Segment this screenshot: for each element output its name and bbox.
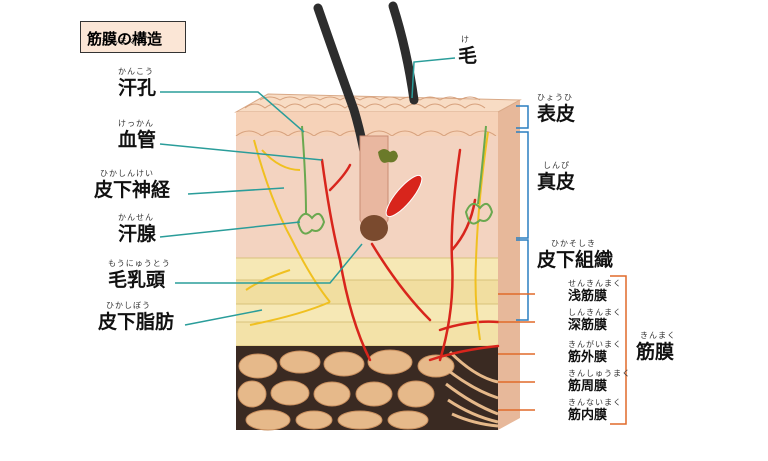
label-epidermis-text: 表皮 bbox=[537, 103, 576, 125]
fat-layer-2 bbox=[236, 280, 498, 304]
label-deep-fascia-text: 深筋膜 bbox=[568, 318, 608, 333]
label-blood-vessel: けっかん 血管 bbox=[118, 118, 156, 151]
muscle-fibers bbox=[237, 349, 455, 431]
blood-vessels bbox=[320, 148, 500, 362]
label-subcutaneous-fat-text: 皮下脂肪 bbox=[98, 311, 175, 333]
label-sweat-pore-text: 汗孔 bbox=[118, 77, 157, 99]
muscle-side-stripes bbox=[444, 350, 499, 428]
label-deep-fascia-ruby: しんきんまく bbox=[568, 308, 622, 317]
epidermis-bumps bbox=[244, 96, 486, 109]
arrector-muscle bbox=[385, 174, 423, 218]
title-ruby: きんまく bbox=[101, 37, 137, 46]
label-perimysium-text: 筋周膜 bbox=[568, 379, 608, 394]
label-epidermis-ruby: ひょうひ bbox=[537, 93, 573, 102]
label-dermal-papilla: もうにゅうとう 毛乳頭 bbox=[108, 258, 171, 291]
label-dermal-papilla-text: 毛乳頭 bbox=[108, 269, 166, 291]
fascia-bracket bbox=[610, 275, 627, 425]
layer-brackets bbox=[516, 105, 529, 321]
label-epimysium-ruby: きんがいまく bbox=[568, 340, 622, 349]
block-side-face bbox=[498, 100, 520, 430]
label-sweat-gland-ruby: かんせん bbox=[118, 213, 154, 222]
label-dermis: しんぴ 真皮 bbox=[537, 160, 575, 193]
label-hair-ruby: け bbox=[461, 35, 470, 44]
sweat-glands bbox=[296, 125, 494, 235]
label-blood-vessel-text: 血管 bbox=[118, 129, 157, 151]
label-endomysium-text: 筋内膜 bbox=[568, 408, 608, 423]
label-subcutaneous-fat: ひかしぼう 皮下脂肪 bbox=[98, 300, 174, 333]
sebaceous-gland bbox=[378, 149, 398, 163]
label-sweat-pore: かんこう 汗孔 bbox=[118, 66, 156, 99]
label-sweat-pore-ruby: かんこう bbox=[118, 67, 154, 76]
epidermis-layer bbox=[236, 112, 498, 136]
label-dermis-ruby: しんぴ bbox=[543, 161, 570, 170]
label-endomysium-ruby: きんないまく bbox=[568, 398, 622, 407]
label-subcutaneous-fat-ruby: ひかしぼう bbox=[106, 301, 151, 310]
label-sweat-gland-text: 汗腺 bbox=[118, 223, 157, 245]
hair-shaft-right bbox=[388, 1, 419, 105]
label-fascia-ruby: きんまく bbox=[640, 331, 676, 340]
label-cutaneous-nerve-text: 皮下神経 bbox=[94, 179, 171, 201]
label-epimysium: きんがいまく 筋外膜 bbox=[568, 339, 622, 365]
label-perimysium: きんしゅうまく 筋周膜 bbox=[568, 368, 631, 394]
dermal-papilla-shape bbox=[360, 215, 388, 241]
label-cutaneous-nerve: ひかしんけい 皮下神経 bbox=[94, 168, 170, 201]
fat-layer-3 bbox=[236, 304, 498, 322]
label-blood-vessel-ruby: けっかん bbox=[118, 119, 154, 128]
label-fascia-text: 筋膜 bbox=[636, 341, 675, 363]
label-superficial-fascia: せんきんまく 浅筋膜 bbox=[568, 278, 622, 304]
label-fascia: きんまく 筋膜 bbox=[636, 330, 676, 363]
label-subcutaneous-tissue: ひかそしき 皮下組織 bbox=[537, 238, 613, 271]
title-box: きんまく 筋膜の構造 bbox=[80, 21, 186, 53]
label-sweat-gland: かんせん 汗腺 bbox=[118, 212, 156, 245]
label-perimysium-ruby: きんしゅうまく bbox=[568, 369, 631, 378]
label-dermis-text: 真皮 bbox=[537, 171, 576, 193]
label-epidermis: ひょうひ 表皮 bbox=[537, 92, 575, 125]
label-endomysium: きんないまく 筋内膜 bbox=[568, 397, 622, 423]
label-hair: け 毛 bbox=[458, 34, 477, 67]
label-deep-fascia: しんきんまく 深筋膜 bbox=[568, 307, 622, 333]
label-hair-text: 毛 bbox=[458, 45, 478, 67]
fat-layer-1 bbox=[236, 258, 498, 280]
page-title: 筋膜の構造 bbox=[87, 30, 163, 48]
label-cutaneous-nerve-ruby: ひかしんけい bbox=[100, 169, 154, 178]
label-dermal-papilla-ruby: もうにゅうとう bbox=[108, 259, 171, 268]
label-superficial-fascia-text: 浅筋膜 bbox=[568, 289, 608, 304]
label-superficial-fascia-ruby: せんきんまく bbox=[568, 279, 622, 288]
label-subcutaneous-tissue-text: 皮下組織 bbox=[537, 249, 614, 271]
leader-lines bbox=[159, 57, 456, 326]
label-subcutaneous-tissue-ruby: ひかそしき bbox=[551, 239, 596, 248]
label-epimysium-text: 筋外膜 bbox=[568, 350, 608, 365]
nerves bbox=[245, 131, 489, 341]
fascia-ticks bbox=[498, 293, 535, 411]
